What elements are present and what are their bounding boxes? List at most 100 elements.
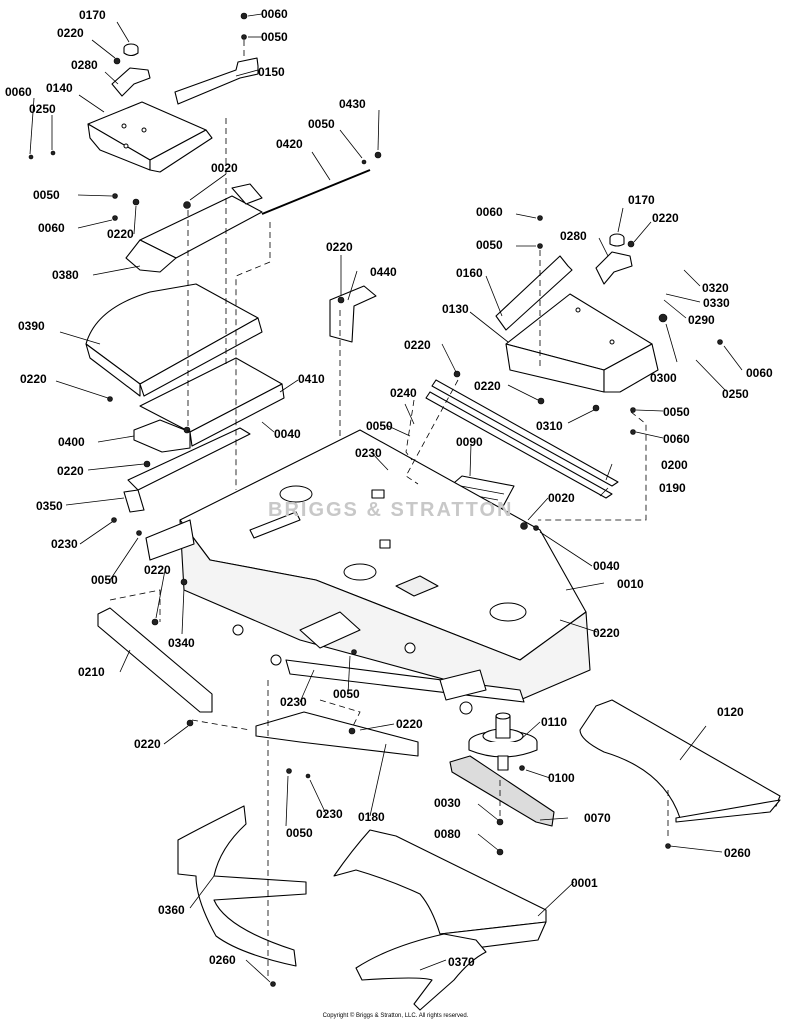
callout-label: 0070 — [584, 811, 611, 825]
part-rail-0350 — [123, 427, 251, 513]
callout-label: 0060 — [746, 366, 773, 380]
callout-label: 0060 — [663, 432, 690, 446]
callout-label: 0230 — [51, 537, 78, 551]
callout-label: 0190 — [659, 481, 686, 495]
part-rod-0420 — [261, 169, 371, 215]
part-strip-0150 — [174, 57, 259, 105]
callout-label: 0170 — [628, 193, 655, 207]
leader-lines — [29, 13, 743, 983]
callout-label: 0360 — [158, 903, 185, 917]
callout-label: 0130 — [442, 302, 469, 316]
callout-label: 0030 — [434, 796, 461, 810]
callout-label: 0400 — [58, 435, 85, 449]
callout-label: 0220 — [134, 737, 161, 751]
part-bracket-0440 — [329, 285, 377, 343]
callout-label: 0260 — [724, 846, 751, 860]
callout-label: 0200 — [661, 458, 688, 472]
callout-label: 0090 — [456, 435, 483, 449]
callout-labels: 0170 0060 0220 0050 0280 0150 0060 0140 … — [5, 7, 773, 969]
callout-label: 0020 — [211, 161, 238, 175]
callout-label: 0230 — [355, 446, 382, 460]
part-bracket-0380 — [125, 183, 263, 273]
callout-label: 0220 — [144, 563, 171, 577]
part-bracket-0280-right — [595, 251, 633, 285]
part-baffle-0370 — [355, 933, 487, 1011]
callout-label: 0300 — [650, 371, 677, 385]
part-deck-0010 — [145, 429, 591, 715]
callout-label: 0170 — [79, 8, 106, 22]
callout-label: 0320 — [702, 281, 729, 295]
callout-label: 0430 — [339, 97, 366, 111]
part-plate-0400 — [133, 419, 191, 453]
callout-label: 0350 — [36, 499, 63, 513]
callout-label: 0060 — [38, 221, 65, 235]
callout-label: 0290 — [688, 313, 715, 327]
callout-label: 0140 — [46, 81, 73, 95]
part-shield-0140 — [87, 101, 213, 173]
callout-label: 0050 — [663, 405, 690, 419]
callout-label: 0240 — [390, 386, 417, 400]
callout-label: 0280 — [71, 58, 98, 72]
callout-label: 0220 — [107, 227, 134, 241]
callout-label: 0220 — [652, 211, 679, 225]
part-cover-0390 — [85, 283, 263, 397]
callout-label: 0150 — [258, 65, 285, 79]
callout-label: 0230 — [280, 695, 307, 709]
callout-label: 0080 — [434, 827, 461, 841]
part-seal-0190 — [425, 391, 613, 499]
callout-label: 0220 — [593, 626, 620, 640]
callout-label: 0250 — [29, 102, 56, 116]
part-bumper-left — [123, 43, 139, 57]
part-rail-0210 — [97, 607, 213, 713]
callout-label: 0060 — [5, 85, 32, 99]
watermark-text: BRIGGS & STRATTON — [268, 499, 513, 521]
callout-label: 0340 — [168, 636, 195, 650]
callout-label: 0020 — [548, 491, 575, 505]
callout-label: 0040 — [274, 427, 301, 441]
callout-label: 0100 — [548, 771, 575, 785]
callout-label: 0050 — [366, 419, 393, 433]
part-shield-0130 — [505, 293, 659, 393]
callout-label: 0050 — [286, 826, 313, 840]
callout-label: 0380 — [52, 268, 79, 282]
part-baffle-0001 — [333, 829, 547, 953]
callout-label: 0010 — [617, 577, 644, 591]
callout-label: 0001 — [571, 876, 598, 890]
callout-label: 0040 — [593, 559, 620, 573]
callout-label: 0280 — [560, 229, 587, 243]
part-blade-0070 — [449, 755, 555, 827]
callout-label: 0220 — [20, 372, 47, 386]
callout-label: 0220 — [57, 464, 84, 478]
callout-label: 0160 — [456, 266, 483, 280]
exploded-view-drawing: BRIGGS & STRATTON — [28, 12, 781, 1011]
callout-label: 0220 — [474, 379, 501, 393]
callout-label: 0250 — [722, 387, 749, 401]
callout-label: 0440 — [370, 265, 397, 279]
callout-label: 0260 — [209, 953, 236, 967]
callout-label: 0180 — [358, 810, 385, 824]
callout-label: 0220 — [404, 338, 431, 352]
callout-label: 0220 — [57, 26, 84, 40]
callout-label: 0050 — [333, 687, 360, 701]
callout-label: 0390 — [18, 319, 45, 333]
callout-label: 0220 — [326, 240, 353, 254]
callout-label: 0050 — [308, 117, 335, 131]
part-baffle-0360 — [177, 805, 307, 967]
callout-label: 0110 — [541, 715, 567, 729]
part-spindle-0110 — [468, 712, 538, 771]
callout-label: 0410 — [298, 372, 325, 386]
callout-label: 0050 — [91, 573, 118, 587]
alignment-lines — [109, 40, 669, 980]
callout-label: 0370 — [448, 955, 475, 969]
hardware-fasteners — [28, 12, 723, 987]
callout-label: 0420 — [276, 137, 303, 151]
part-baffle-0120 — [579, 699, 781, 823]
callout-label: 0120 — [717, 705, 744, 719]
part-bumper-right — [609, 233, 625, 247]
callout-label: 0330 — [703, 296, 730, 310]
callout-label: 0060 — [476, 205, 503, 219]
part-rail-0180 — [255, 711, 419, 757]
callout-label: 0210 — [78, 665, 105, 679]
part-shield-0410 — [139, 357, 285, 447]
